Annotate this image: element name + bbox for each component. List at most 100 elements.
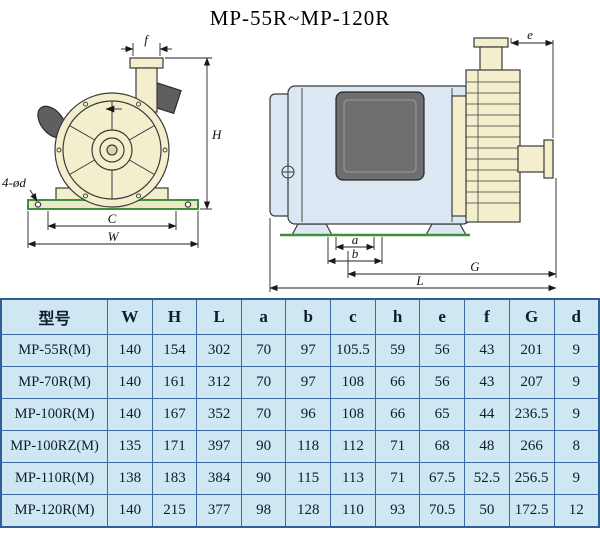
outlet-pipe <box>479 46 503 74</box>
model-cell: MP-100R(M) <box>0 398 109 431</box>
dim-header: e <box>419 298 465 335</box>
value-cell: 266 <box>508 430 555 463</box>
side-port-flange <box>543 139 554 179</box>
model-cell: MP-120R(M) <box>0 494 109 528</box>
value-cell: 128 <box>285 494 331 528</box>
ground-symbol <box>281 165 295 179</box>
value-cell: 140 <box>107 398 153 431</box>
dim-label-L: L <box>415 273 423 288</box>
pump-hub-center <box>106 144 118 156</box>
value-cell: 113 <box>330 462 376 495</box>
value-cell: 312 <box>196 366 242 399</box>
value-cell: 90 <box>240 462 287 495</box>
value-cell: 65 <box>419 398 465 431</box>
value-cell: 50 <box>463 494 510 528</box>
model-cell: MP-70R(M) <box>0 366 109 399</box>
value-cell: 97 <box>285 366 331 399</box>
value-cell: 183 <box>151 462 198 495</box>
value-cell: 71 <box>374 462 421 495</box>
dim-header: b <box>285 298 331 335</box>
value-cell: 161 <box>151 366 198 399</box>
value-cell: 256.5 <box>508 462 555 495</box>
dim-label-f: f <box>144 32 150 47</box>
value-cell: 352 <box>196 398 242 431</box>
value-cell: 172.5 <box>508 494 555 528</box>
value-cell: 8 <box>553 430 600 463</box>
housing-bolts <box>56 101 168 199</box>
page-title: MP-55R~MP-120R <box>209 6 391 30</box>
outlet-flange <box>473 37 509 48</box>
value-cell: 70.5 <box>419 494 465 528</box>
value-cell: 140 <box>107 334 153 367</box>
value-cell: 56 <box>419 334 465 367</box>
base-hole-left <box>34 201 42 208</box>
value-cell: 70 <box>240 334 287 367</box>
value-cell: 9 <box>553 334 600 367</box>
front-view-dimensions <box>27 43 212 248</box>
value-cell: 90 <box>240 430 287 463</box>
value-cell: 70 <box>240 366 287 399</box>
pump-hub-mid <box>99 137 125 163</box>
terminal-box <box>335 91 425 181</box>
dim-label-H: H <box>211 127 222 142</box>
value-cell: 59 <box>374 334 421 367</box>
value-cell: 67.5 <box>419 462 465 495</box>
dim-label-C: C <box>108 211 117 226</box>
value-cell: 118 <box>285 430 331 463</box>
dim-label-e: e <box>527 30 533 42</box>
base-hole-right <box>184 201 192 208</box>
dim-header: a <box>240 298 287 335</box>
side-view <box>269 37 554 237</box>
model-header: 型号 <box>0 298 109 335</box>
value-cell: 56 <box>419 366 465 399</box>
dim-label-holes: 4-ød <box>2 175 26 190</box>
model-cell: MP-55R(M) <box>0 334 109 367</box>
value-cell: 236.5 <box>508 398 555 431</box>
value-cell: 52.5 <box>463 462 510 495</box>
value-cell: 43 <box>463 366 510 399</box>
value-cell: 108 <box>330 398 376 431</box>
value-cell: 207 <box>508 366 555 399</box>
value-cell: 201 <box>508 334 555 367</box>
value-cell: 112 <box>330 430 376 463</box>
pump-head <box>465 69 521 223</box>
terminal-box-lid <box>343 99 417 173</box>
value-cell: 71 <box>374 430 421 463</box>
value-cell: 43 <box>463 334 510 367</box>
pump-head-fins <box>466 70 520 222</box>
front-view <box>27 57 199 210</box>
housing-spokes <box>69 101 155 199</box>
dim-header: f <box>463 298 510 335</box>
value-cell: 377 <box>196 494 242 528</box>
value-cell: 66 <box>374 398 421 431</box>
value-cell: 97 <box>285 334 331 367</box>
value-cell: 66 <box>374 366 421 399</box>
pump-drawing-svg: f H C W 4-ød <box>2 27 557 292</box>
value-cell: 105.5 <box>330 334 376 367</box>
model-cell: MP-100RZ(M) <box>0 430 109 463</box>
dim-header: L <box>196 298 242 335</box>
value-cell: 384 <box>196 462 242 495</box>
value-cell: 138 <box>107 462 153 495</box>
model-cell: MP-110R(M) <box>0 462 109 495</box>
value-cell: 9 <box>553 398 600 431</box>
value-cell: 44 <box>463 398 510 431</box>
value-cell: 110 <box>330 494 376 528</box>
value-cell: 140 <box>107 366 153 399</box>
dim-label-b: b <box>352 246 359 261</box>
value-cell: 140 <box>107 494 153 528</box>
dim-header: G <box>508 298 555 335</box>
side-view-dimensions <box>269 38 557 292</box>
value-cell: 70 <box>240 398 287 431</box>
side-foot-left <box>290 223 334 236</box>
